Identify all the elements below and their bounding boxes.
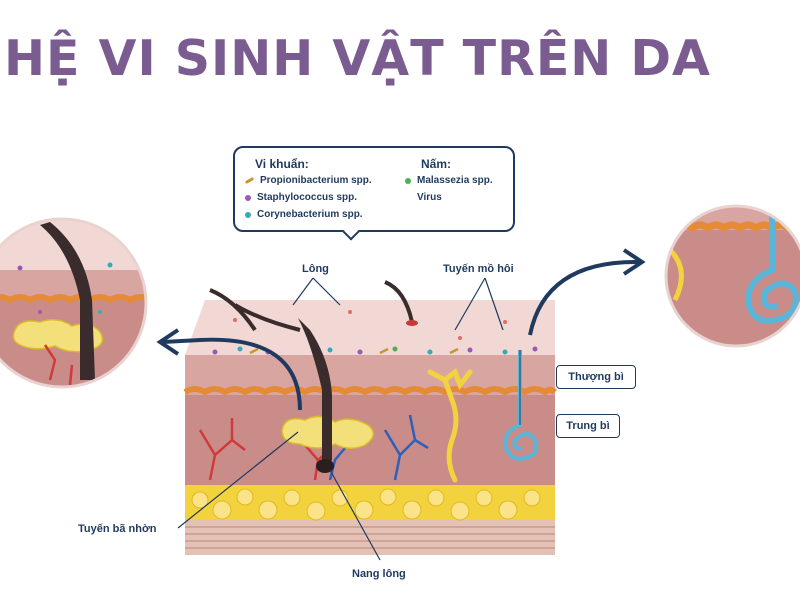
hair-strand xyxy=(209,288,257,332)
label-sebaceous-gland: Tuyến bã nhờn xyxy=(78,523,157,535)
fungi-heading: Nấm: xyxy=(421,157,452,171)
legend-item-malassezia: Malassezia spp. xyxy=(405,175,493,186)
apocrine-sweat-gland xyxy=(427,367,473,483)
page-title: HỆ VI SINH VẬT TRÊN DA xyxy=(4,30,711,87)
legend-item-corynebacterium: Corynebacterium spp. xyxy=(245,209,363,220)
hair-leader-1 xyxy=(292,277,314,306)
right-zoom-arrow xyxy=(528,259,641,336)
hair-follicle xyxy=(298,318,332,470)
legend-item-propionibacterium: Propionibacterium spp. xyxy=(244,175,372,186)
microbe-legend: Vi khuẩn: Propionibacterium spp. Staphyl… xyxy=(233,146,515,232)
sebaceous-leader xyxy=(177,431,299,529)
eccrine-sweat-gland xyxy=(502,350,539,461)
hair-follicle-zoom xyxy=(0,219,146,387)
label-sweat-gland: Tuyến mồ hôi xyxy=(443,263,514,275)
purple-coccus-icon xyxy=(245,194,251,201)
muscle-layer xyxy=(185,520,555,555)
sweat-leader-1 xyxy=(454,277,486,331)
hair-strand-2 xyxy=(384,280,414,323)
legend-item-staphylococcus: Staphylococcus spp. xyxy=(245,192,357,203)
left-zoom-arrow xyxy=(162,337,302,411)
legend-item-virus: Virus xyxy=(417,192,442,203)
label-epidermis: Thượng bì xyxy=(556,365,636,389)
basal-cell-row xyxy=(183,386,557,396)
surface-microbes xyxy=(212,310,538,355)
green-fungus-icon xyxy=(405,177,411,184)
label-dermis: Trung bì xyxy=(556,414,620,438)
label-hair-follicle: Nang lông xyxy=(352,568,406,580)
label-hair: Lông xyxy=(302,263,329,275)
skin-surface-layer xyxy=(185,300,555,355)
teal-coccus-icon xyxy=(245,211,251,218)
skin-cross-section xyxy=(183,280,557,555)
rod-bacterium-icon xyxy=(244,176,255,185)
follicle-leader xyxy=(329,469,381,561)
fat-cells xyxy=(191,488,541,521)
dermis-layer xyxy=(185,395,555,490)
hair-leader-2 xyxy=(312,277,341,306)
bacteria-heading: Vi khuẩn: xyxy=(255,157,309,171)
sweat-leader-2 xyxy=(484,277,504,331)
